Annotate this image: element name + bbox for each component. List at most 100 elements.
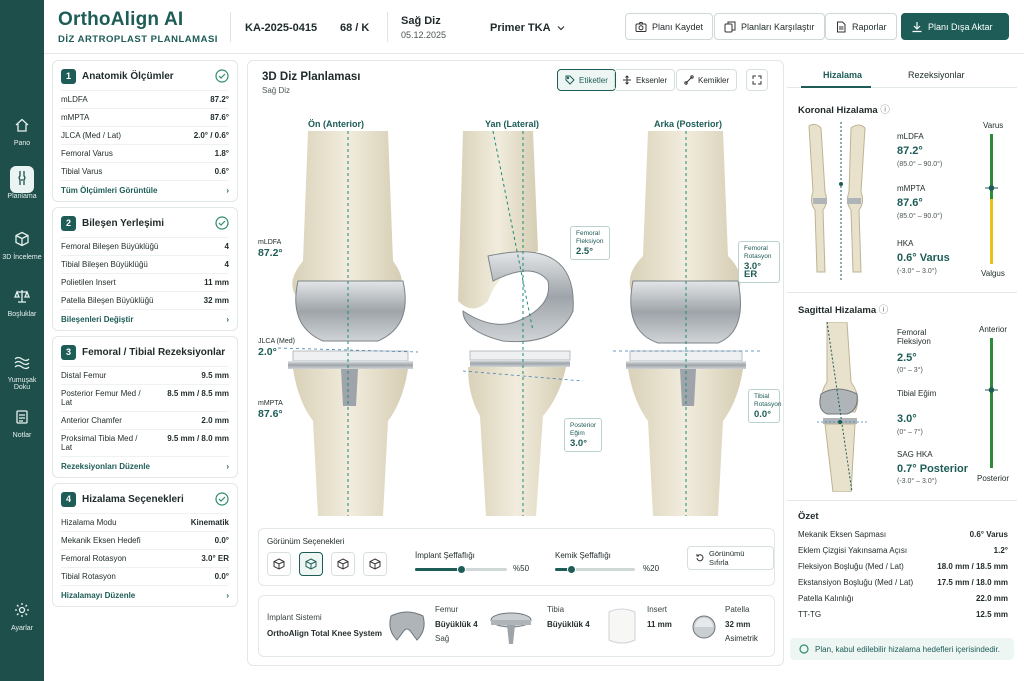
camera-icon: [635, 21, 647, 32]
view-cube-back-button[interactable]: [363, 552, 387, 576]
section-title: Hizalama Seçenekleri: [82, 493, 184, 505]
viewport-subtitle: Sağ Diz: [262, 86, 291, 95]
nav-label: Yumuşak Doku: [7, 377, 37, 391]
insert-size: 11 mm: [647, 620, 672, 629]
cube-icon: [369, 558, 381, 570]
nav-item-settings[interactable]: Ayarlar: [0, 598, 44, 632]
reports-button[interactable]: Raporlar: [825, 13, 897, 40]
coronal-metric-range: (-3.0° – 3.0°): [897, 268, 937, 275]
tab-resections[interactable]: Rezeksiyonlar: [908, 70, 965, 80]
anterior-knee-model: [277, 131, 419, 516]
insert-implant-icon: [608, 608, 636, 644]
toggle-bones[interactable]: Kemikler: [676, 69, 738, 91]
chevron-right-icon: ›: [226, 186, 229, 195]
alignment-panel: Hizalama Rezeksiyonlar Koronal Hizalama …: [787, 60, 1017, 666]
slider-handle[interactable]: [457, 565, 466, 574]
view-cube-front-button[interactable]: [267, 552, 291, 576]
view-cube-iso-button[interactable]: [299, 552, 323, 576]
nav-item-dashboard[interactable]: Pano: [0, 113, 44, 147]
info-icon[interactable]: ⓘ: [880, 105, 890, 116]
bone-opacity-slider[interactable]: [555, 565, 635, 574]
nav-label: 3D İnceleme: [2, 254, 42, 261]
save-plan-label: Planı Kaydet: [652, 21, 704, 32]
implant-opacity-slider[interactable]: [415, 565, 507, 574]
nav-item-gaps[interactable]: Boşluklar: [0, 284, 44, 318]
sagittal-metric-label: Femoral Fleksiyon: [897, 328, 931, 346]
save-plan-button[interactable]: Planı Kaydet: [625, 13, 714, 40]
check-circle-icon: [215, 69, 229, 83]
knee-3d-views[interactable]: [248, 131, 785, 516]
patella-label: Patella: [725, 605, 750, 614]
edit-alignment-link[interactable]: Hizalamayı Düzenle›: [61, 585, 229, 600]
brand-title: OrthoAlign AI: [58, 9, 184, 30]
home-icon: [15, 118, 29, 132]
tibia-implant-icon: [490, 612, 532, 644]
move-icon: [623, 75, 631, 85]
expand-icon: [752, 75, 762, 85]
nav-item-notes[interactable]: Notlar: [0, 405, 44, 439]
toggle-axes[interactable]: Eksenler: [614, 69, 676, 91]
check-circle-icon: [215, 216, 229, 230]
compare-plans-button[interactable]: Planları Karşılaştır: [714, 13, 825, 40]
view-label-anterior: Ön (Anterior): [308, 119, 364, 129]
tab-alignment[interactable]: Hizalama: [823, 70, 863, 80]
edit-resections-link[interactable]: Rezeksiyonları Düzenle›: [61, 456, 229, 471]
section-title: Anatomik Ölçümler: [82, 70, 174, 82]
sagittal-metric-value: 0.7° Posterior: [897, 463, 969, 475]
reports-label: Raporlar: [852, 21, 887, 32]
lateral-knee-model: [458, 131, 584, 516]
view-label-lateral: Yan (Lateral): [485, 119, 540, 129]
chevron-right-icon: ›: [226, 591, 229, 600]
coronal-metric-label: mLDFA: [897, 132, 924, 141]
implant-system-name: OrthoAlign Total Knee System: [267, 629, 382, 638]
coronal-title: Koronal Hizalama ⓘ: [798, 105, 890, 116]
coronal-metric-range: (85.0° – 90.0°): [897, 213, 943, 220]
cube-icon: [337, 558, 349, 570]
export-plan-button[interactable]: Planı Dışa Aktar: [901, 13, 1009, 40]
patella-type: Asimetrik: [725, 634, 758, 643]
sagittal-metric-value: 3.0°: [897, 413, 917, 425]
sagittal-metric-range: (-3.0° – 3.0°): [897, 478, 937, 485]
summary-row: Fleksiyon Boşluğu (Med / Lat)18.0 mm / 1…: [798, 562, 1008, 571]
view-cube-side-button[interactable]: [331, 552, 355, 576]
slider-handle[interactable]: [567, 565, 576, 574]
posterior-knee-model: [613, 131, 763, 516]
chevron-right-icon: ›: [226, 462, 229, 471]
brand-subtitle: DİZ ARTROPLAST PLANLAMASI: [58, 34, 218, 45]
nav-item-soft-tissue[interactable]: Yumuşak Doku: [0, 350, 44, 391]
tibia-label: Tibia: [547, 605, 565, 614]
chevron-right-icon: ›: [226, 315, 229, 324]
info-icon[interactable]: ⓘ: [878, 305, 889, 316]
sagittal-metric-label: Tibial Eğim: [897, 389, 937, 398]
nav-item-planning[interactable]: Planlama: [0, 166, 44, 200]
sagittal-metric-range: (0° – 7°): [897, 429, 923, 436]
change-components-link[interactable]: Bileşenleri Değiştir›: [61, 309, 229, 324]
toggle-labels[interactable]: Etiketler: [557, 69, 616, 91]
insert-label: Insert: [647, 605, 668, 614]
scale-bottom-label: Posterior: [977, 474, 1010, 483]
procedure-select[interactable]: Primer TKA: [490, 22, 565, 34]
reset-icon: [696, 554, 704, 562]
knee-side: Sağ Diz 05.12.2025: [401, 15, 446, 40]
fullscreen-button[interactable]: [746, 69, 768, 91]
view-all-measurements-link[interactable]: Tüm Ölçümleri Görüntüle›: [61, 180, 229, 195]
sagittal-metric-value: 2.5°: [897, 352, 917, 364]
nav-label: Planlama: [7, 193, 37, 200]
wave-icon: [14, 356, 30, 370]
nav-item-3d[interactable]: 3D İnceleme: [0, 227, 44, 261]
reset-view-button[interactable]: Görünümü Sıfırla: [687, 546, 774, 570]
knee-icon: [18, 171, 26, 185]
